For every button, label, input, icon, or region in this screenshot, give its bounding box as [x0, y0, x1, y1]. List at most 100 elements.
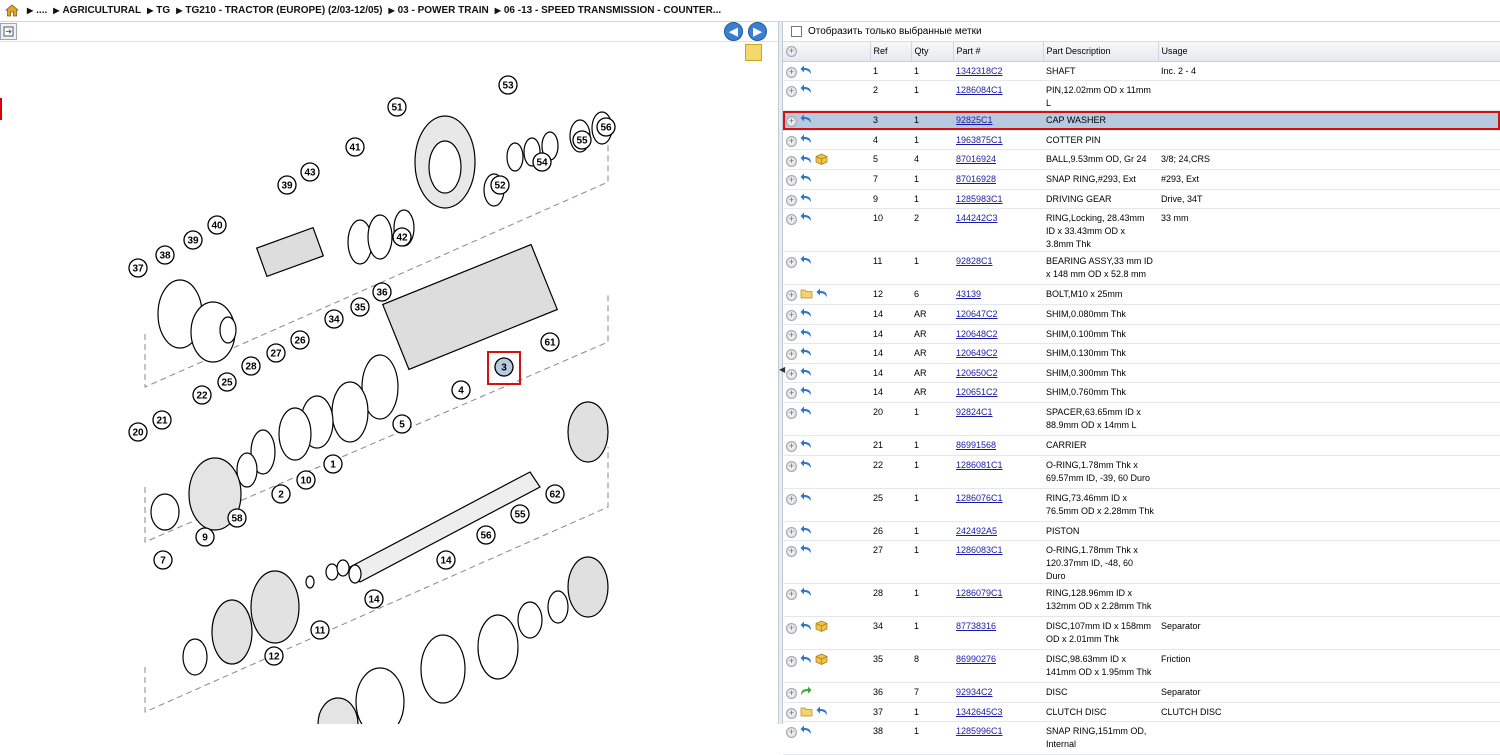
callout-label[interactable]: 41: [349, 143, 361, 154]
expand-row-icon[interactable]: +: [786, 707, 797, 719]
callout-label[interactable]: 2: [278, 490, 284, 501]
cell-part-number[interactable]: 1285983C1: [953, 189, 1043, 210]
breadcrumb-item[interactable]: ▶AGRICULTURAL: [47, 5, 141, 16]
callout-circle[interactable]: [392, 414, 412, 434]
expand-row-icon[interactable]: +: [786, 349, 797, 361]
return-arrow-icon[interactable]: [800, 193, 812, 208]
cell-part-number[interactable]: 92825C1: [953, 110, 1043, 131]
show-selected-checkbox[interactable]: [791, 26, 802, 37]
callout-label[interactable]: 56: [600, 123, 612, 134]
callout-label[interactable]: 26: [294, 336, 306, 347]
callout-circle[interactable]: [217, 372, 237, 392]
return-arrow-icon[interactable]: [800, 654, 812, 669]
callout-circle[interactable]: [207, 215, 227, 235]
next-page-button[interactable]: ▶: [748, 22, 767, 41]
callout-label[interactable]: 58: [231, 514, 243, 525]
cell-part-number-text[interactable]: 92934C2: [956, 687, 993, 698]
header-description[interactable]: Part Description: [1043, 42, 1159, 62]
package-icon[interactable]: [815, 653, 828, 669]
callout-label[interactable]: 12: [268, 652, 280, 663]
return-arrow-icon[interactable]: [816, 288, 828, 303]
callout-circle[interactable]: [510, 504, 530, 524]
return-arrow-icon[interactable]: [800, 587, 812, 602]
cell-part-number-text[interactable]: 92828C1: [956, 256, 993, 267]
callout-circle[interactable]: [155, 245, 175, 265]
cell-part-number-text[interactable]: 120649C2: [956, 348, 998, 359]
expand-row-icon[interactable]: +: [786, 116, 797, 128]
callout-label[interactable]: 3: [501, 363, 507, 374]
cell-part-number-text[interactable]: 87738316: [956, 621, 997, 632]
callout-label[interactable]: 62: [549, 490, 561, 501]
note-icon[interactable]: [745, 44, 762, 61]
cell-part-number-text[interactable]: 1285983C1: [956, 193, 1003, 204]
callout-label[interactable]: 14: [440, 556, 452, 567]
cell-part-number[interactable]: 120648C2: [953, 324, 1043, 345]
callout-label[interactable]: 11: [315, 626, 326, 637]
cell-part-number-text[interactable]: 87016924: [956, 154, 997, 165]
cell-part-number[interactable]: 87016924: [953, 149, 1043, 171]
callout-label[interactable]: 35: [354, 303, 366, 314]
prev-page-button[interactable]: ◀: [724, 22, 743, 41]
expand-row-icon[interactable]: +: [786, 86, 797, 98]
return-arrow-icon[interactable]: [800, 308, 812, 323]
callout-label[interactable]: 42: [396, 233, 408, 244]
cell-part-number-text[interactable]: 120651C2: [956, 387, 998, 398]
cell-part-number[interactable]: 1286083C1: [953, 540, 1043, 585]
forward-arrow-icon[interactable]: [800, 686, 812, 701]
callout-label[interactable]: 37: [132, 264, 144, 275]
expand-row-icon[interactable]: +: [786, 493, 797, 505]
cell-part-number[interactable]: 87738316: [953, 616, 1043, 651]
return-arrow-icon[interactable]: [800, 173, 812, 188]
return-arrow-icon[interactable]: [800, 492, 812, 507]
return-arrow-icon[interactable]: [800, 84, 812, 99]
cell-part-number[interactable]: 120647C2: [953, 304, 1043, 325]
callout-label[interactable]: 9: [202, 533, 208, 544]
callout-circle[interactable]: [540, 332, 560, 352]
callout-circle[interactable]: [364, 589, 384, 609]
return-arrow-icon[interactable]: [800, 154, 812, 169]
return-arrow-icon[interactable]: [800, 114, 812, 129]
callout-label[interactable]: 22: [196, 391, 208, 402]
callout-circle[interactable]: [323, 454, 343, 474]
return-arrow-icon[interactable]: [800, 459, 812, 474]
callout-circle[interactable]: [476, 525, 496, 545]
expand-row-icon[interactable]: +: [786, 175, 797, 187]
callout-circle[interactable]: [227, 508, 247, 528]
header-usage[interactable]: Usage: [1158, 42, 1500, 62]
callout-label[interactable]: 40: [211, 221, 223, 232]
cell-part-number-text[interactable]: 1286084C1: [956, 85, 1003, 96]
cell-part-number-text[interactable]: 86991568: [956, 440, 997, 451]
expand-row-icon[interactable]: +: [786, 622, 797, 634]
callout-circle[interactable]: [128, 258, 148, 278]
callout-label[interactable]: 55: [514, 510, 526, 521]
callout-label[interactable]: 43: [304, 168, 316, 179]
return-arrow-icon[interactable]: [800, 347, 812, 362]
return-arrow-icon[interactable]: [800, 439, 812, 454]
cell-part-number-text[interactable]: 92824C1: [956, 407, 993, 418]
callout-label[interactable]: 39: [281, 181, 293, 192]
callout-label[interactable]: 55: [576, 136, 588, 147]
cell-part-number-text[interactable]: 1286081C1: [956, 459, 1003, 470]
callout-label[interactable]: 51: [391, 103, 403, 114]
callout-circle[interactable]: [451, 380, 471, 400]
cell-part-number[interactable]: 1963875C1: [953, 130, 1043, 151]
expand-row-icon[interactable]: +: [786, 408, 797, 420]
callout-label[interactable]: 7: [160, 556, 166, 567]
header-qty[interactable]: Qty: [911, 42, 954, 62]
callout-circle[interactable]: [596, 117, 616, 137]
callout-label[interactable]: 25: [221, 378, 233, 389]
